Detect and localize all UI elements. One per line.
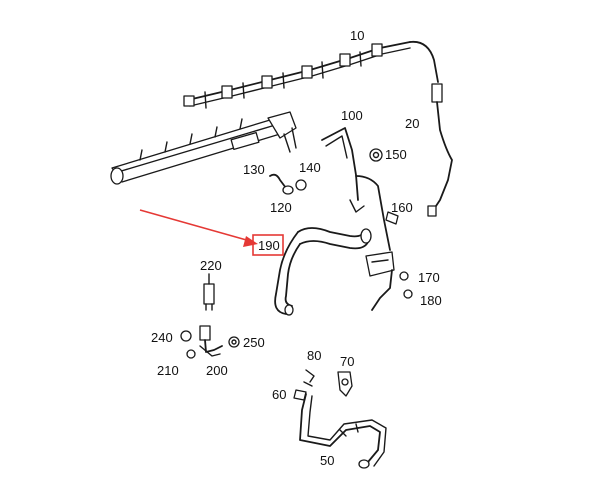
part-160-bolt: [385, 211, 399, 225]
label-part-130: 130: [243, 162, 265, 177]
part-220-sensor: [203, 273, 215, 311]
part-190-hose: [274, 227, 372, 316]
label-part-220: 220: [200, 258, 222, 273]
label-part-190: 190: [258, 238, 280, 253]
label-part-240: 240: [151, 330, 173, 345]
label-part-180: 180: [420, 293, 442, 308]
part-50-pipe: [299, 393, 387, 469]
label-part-80: 80: [307, 348, 321, 363]
part-80-clip: [303, 369, 315, 387]
highlight-box: [252, 234, 284, 256]
part-10-harness: [183, 40, 453, 217]
label-part-140: 140: [299, 160, 321, 175]
part-150-bolt: [369, 148, 383, 162]
part-140-clamp: [295, 179, 307, 191]
part-250-nut: [228, 336, 240, 348]
part-240-clip: [180, 330, 192, 342]
fuel-rail: [110, 111, 297, 185]
label-part-120: 120: [270, 200, 292, 215]
label-part-10: 10: [350, 28, 364, 43]
part-70-sensor: [337, 371, 353, 397]
part-200-fitting: [199, 325, 223, 357]
label-part-210: 210: [157, 363, 179, 378]
highlight-arrow: [139, 209, 258, 247]
label-part-60: 60: [272, 387, 286, 402]
label-part-20: 20: [405, 116, 419, 131]
label-part-70: 70: [340, 354, 354, 369]
label-part-100: 100: [341, 108, 363, 123]
label-part-150: 150: [385, 147, 407, 162]
label-part-160: 160: [391, 200, 413, 215]
part-130-hose: [269, 173, 294, 195]
label-part-50: 50: [320, 453, 334, 468]
part-100-pipe: [321, 127, 391, 251]
part-210-washer: [186, 349, 196, 359]
label-part-250: 250: [243, 335, 265, 350]
label-part-200: 200: [206, 363, 228, 378]
bracket-170-180: [365, 251, 413, 311]
label-part-170: 170: [418, 270, 440, 285]
